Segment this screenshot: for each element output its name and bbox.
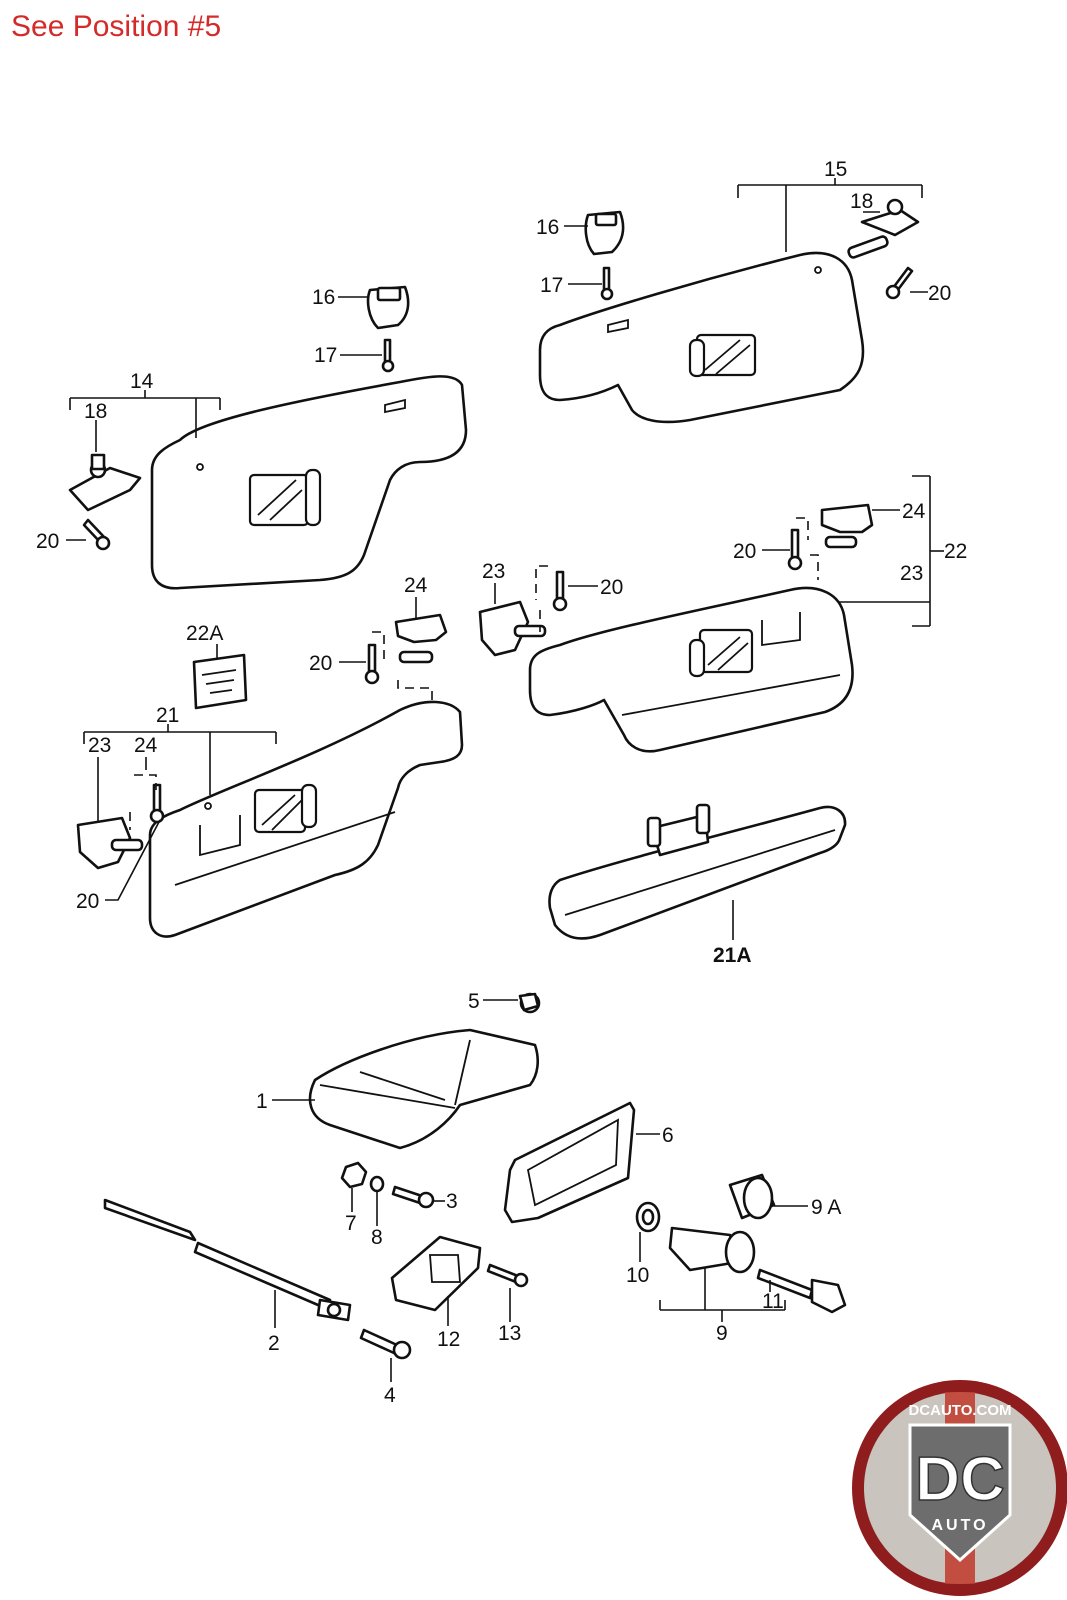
callout-14: 14	[130, 370, 154, 393]
washer-8	[369, 1175, 385, 1193]
lid-6	[503, 1101, 636, 1224]
callout-4: 4	[384, 1384, 396, 1407]
callout-20-upper-right: 20	[928, 282, 951, 305]
callout-20-right-middle: 20	[733, 540, 756, 563]
callout-3: 3	[446, 1190, 458, 1213]
mirror-visor-21a	[548, 803, 847, 940]
glove-box-1	[308, 1028, 540, 1150]
callout-24-middle: 24	[404, 574, 428, 597]
button-5	[518, 992, 541, 1014]
hinge-24-right	[820, 503, 874, 549]
callout-22: 22	[944, 540, 967, 563]
callout-23-right: 23	[900, 562, 923, 585]
screw-20-lower-left	[149, 783, 165, 824]
logo-sub-text: AUTO	[931, 1517, 988, 1534]
callout-11: 11	[762, 1290, 784, 1313]
callout-18-left: 18	[84, 400, 107, 423]
screw-17-left	[381, 338, 395, 373]
mount-bracket-18-left	[68, 453, 142, 512]
screw-20-left	[82, 518, 111, 551]
callout-20-middle-right: 20	[600, 576, 623, 599]
see-position-note: See Position #5	[11, 10, 222, 43]
screw-4	[359, 1328, 412, 1360]
callout-5: 5	[468, 990, 480, 1013]
callout-17-left: 17	[314, 344, 337, 367]
callout-20-lower-left: 20	[76, 890, 99, 913]
cap-9a	[728, 1173, 776, 1220]
callout-18-right: 18	[850, 190, 873, 213]
label-card-22a	[192, 653, 248, 710]
plate-12	[390, 1235, 482, 1312]
strap-2	[103, 1198, 352, 1322]
sun-visor-14	[150, 375, 468, 590]
sun-visor-15	[538, 251, 865, 424]
key-11	[756, 1268, 847, 1314]
clip-16-right	[584, 210, 625, 256]
screw-20-middle-left	[364, 643, 380, 685]
leader-lines	[66, 178, 944, 1382]
callout-1: 1	[256, 1090, 268, 1113]
callout-21: 21	[156, 704, 179, 727]
nut-7	[340, 1161, 368, 1189]
dcauto-logo: DCAUTO.COM DC AUTO	[852, 1380, 1067, 1596]
hinge-24-middle	[394, 613, 448, 664]
lock-cylinder-9	[635, 1201, 756, 1274]
callout-16-left: 16	[312, 286, 335, 309]
callout-6: 6	[662, 1124, 674, 1147]
callout-2: 2	[268, 1332, 280, 1355]
callout-10: 10	[626, 1264, 649, 1287]
callout-23-left: 23	[88, 734, 111, 757]
callout-23-middle: 23	[482, 560, 505, 583]
callout-20-left: 20	[36, 530, 59, 553]
callout-8: 8	[371, 1226, 383, 1249]
callout-12: 12	[437, 1328, 460, 1351]
clip-16-left	[366, 285, 410, 330]
callout-7: 7	[345, 1212, 357, 1235]
screw-17-right	[600, 266, 614, 301]
mount-bracket-18-right	[847, 198, 920, 259]
screw-3	[391, 1185, 435, 1209]
screw-20-right-middle	[787, 528, 803, 571]
sun-visor-21	[148, 700, 464, 938]
callout-9a: 9 A	[811, 1196, 841, 1219]
logo-letters: DC	[915, 1445, 1005, 1514]
callout-15: 15	[824, 158, 847, 181]
callout-24-right: 24	[902, 500, 926, 523]
callout-9: 9	[716, 1322, 728, 1345]
callout-24-left: 24	[134, 734, 158, 757]
screw-20-upper-right	[885, 266, 914, 300]
callout-22a: 22A	[186, 622, 223, 645]
callout-20-middle-left: 20	[309, 652, 332, 675]
callout-17-right: 17	[540, 274, 563, 297]
screw-20-middle-right	[552, 570, 568, 612]
hinge-23-middle	[478, 600, 547, 657]
callout-13: 13	[498, 1322, 521, 1345]
logo-top-text: DCAUTO.COM	[908, 1402, 1011, 1419]
hinge-23-lower-left	[76, 816, 144, 870]
screw-13	[486, 1263, 529, 1288]
sun-visor-22	[528, 586, 854, 753]
callout-16-right: 16	[536, 216, 559, 239]
callout-21a: 21A	[713, 944, 752, 967]
